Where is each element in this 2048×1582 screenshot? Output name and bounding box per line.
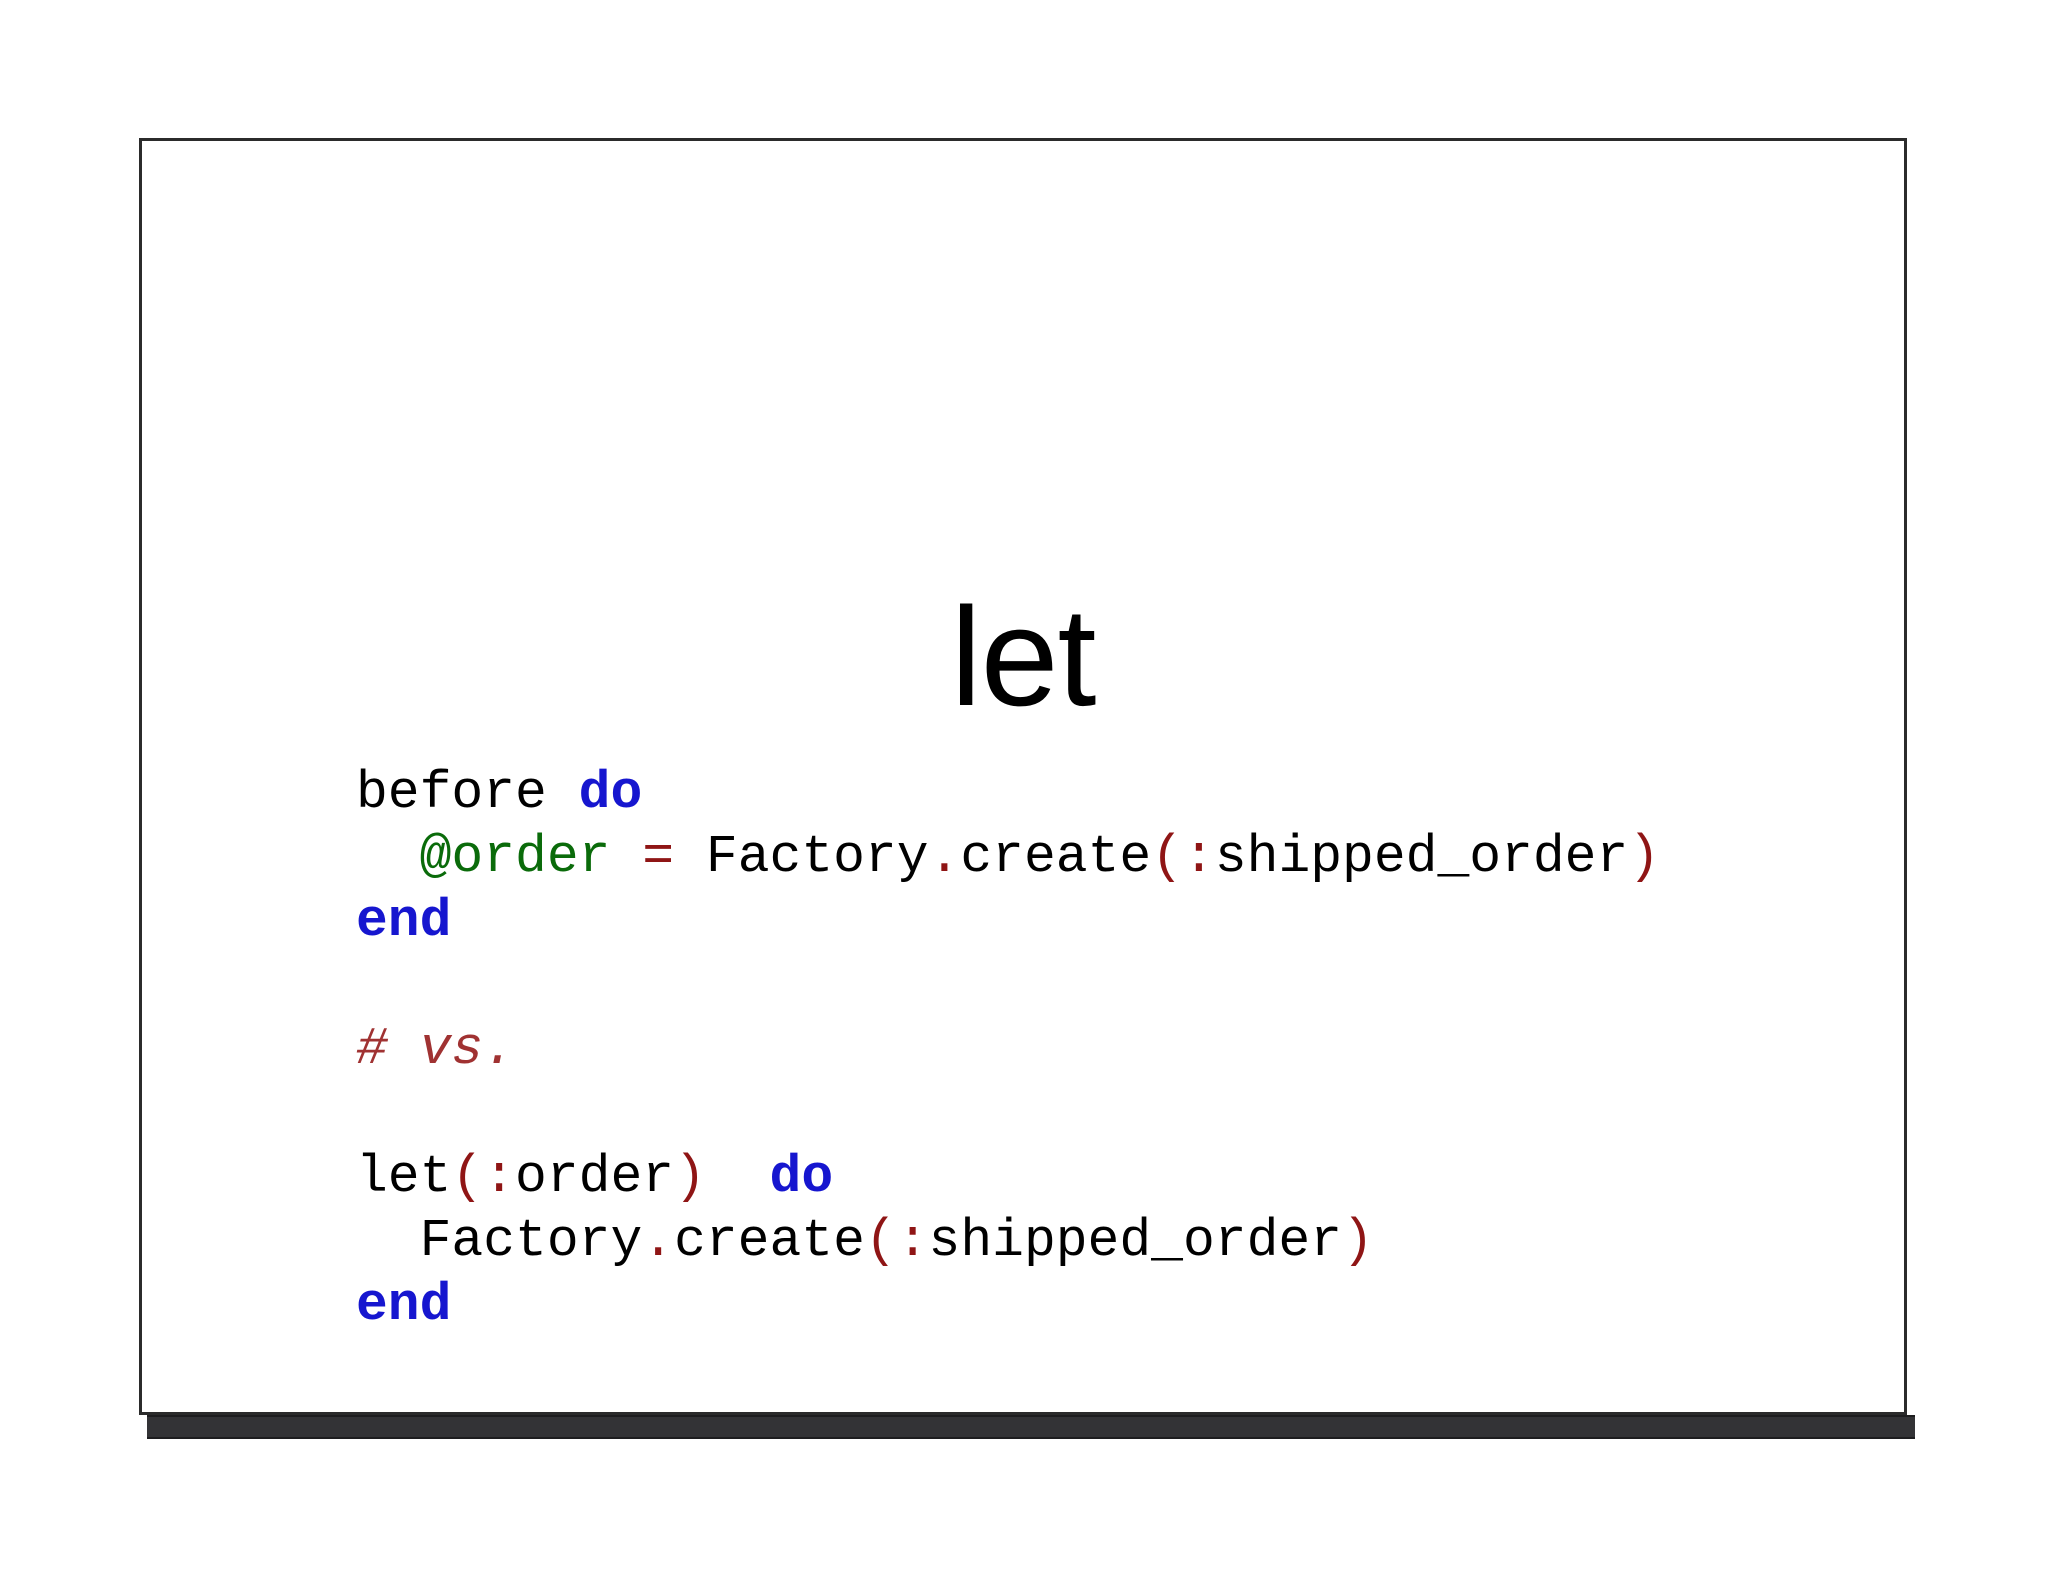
code-token-ivar: @order: [419, 827, 611, 887]
code-token-plain: shipped_order: [1214, 827, 1629, 887]
code-token-comment: # vs.: [356, 1019, 516, 1079]
code-token-punct: (:: [1151, 827, 1215, 887]
slide-base-bar: [147, 1415, 1915, 1439]
code-line: [356, 953, 1660, 1017]
code-line: # vs.: [356, 1017, 1660, 1081]
code-line: before do: [356, 761, 1660, 825]
slide-frame: let before do @order = Factory.create(:s…: [139, 138, 1907, 1415]
code-line: Factory.create(:shipped_order): [356, 1209, 1660, 1273]
code-token-punct: .: [642, 1211, 675, 1271]
code-token-keyword: end: [356, 1275, 452, 1335]
code-line: [356, 1081, 1660, 1145]
code-token-plain: create: [960, 827, 1152, 887]
code-token-punct: ): [1628, 827, 1661, 887]
code-token-punct: .: [928, 827, 961, 887]
code-token-keyword: end: [356, 891, 452, 951]
code-line: end: [356, 889, 1660, 953]
code-block: before do @order = Factory.create(:shipp…: [356, 761, 1660, 1337]
code-token-plain: [356, 827, 420, 887]
code-line: let(:order) do: [356, 1145, 1660, 1209]
code-token-punct: ): [1342, 1211, 1374, 1271]
code-token-punct: (:: [451, 1147, 516, 1207]
code-token-plain: before: [356, 763, 579, 823]
code-line: end: [356, 1273, 1660, 1337]
code-token-plain: [706, 1147, 770, 1207]
code-token-plain: let: [356, 1147, 452, 1207]
code-line: @order = Factory.create(:shipped_order): [356, 825, 1660, 889]
code-token-plain: order: [515, 1147, 675, 1207]
code-token-punct: (:: [864, 1211, 929, 1271]
code-token-plain: Factory: [356, 1211, 643, 1271]
code-token-plain: Factory: [674, 827, 929, 887]
code-token-plain: [610, 827, 642, 887]
code-token-punct: ): [674, 1147, 706, 1207]
code-token-plain: shipped_order: [928, 1211, 1342, 1271]
code-token-keyword: do: [769, 1147, 834, 1207]
code-token-plain: create: [674, 1211, 865, 1271]
page-title: let: [950, 577, 1097, 735]
code-token-keyword: do: [578, 763, 643, 823]
code-token-punct: =: [642, 827, 675, 887]
